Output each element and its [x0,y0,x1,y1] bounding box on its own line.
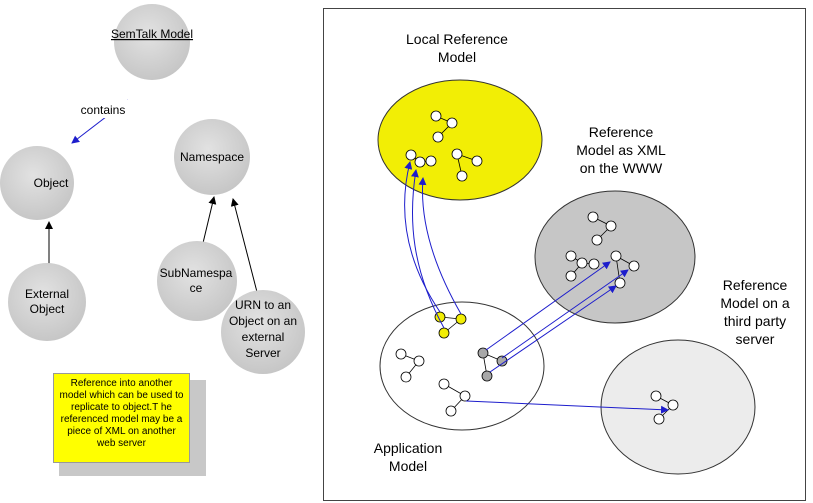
application-label-2: Model [389,458,427,474]
xml-model-label-2: Model as XML [576,142,666,158]
xml-model-label-3: on the WWW [580,160,663,176]
third-party-label-2: Model on a [720,295,789,311]
local-reference-model [377,79,543,201]
local-model-label-2: Model [438,49,476,65]
subnamespace-label-2: ce [190,281,203,295]
subnamespace-to-namespace-edge [202,196,217,244]
reference-arrows [404,161,669,414]
urn-label-1: URN to an [235,298,291,312]
external-object-label-2: Object [30,302,65,316]
xml-graph-2 [565,250,600,282]
arrow-app-to-xml-2 [501,269,629,359]
reference-note: Reference into another model which can b… [53,373,190,463]
app-graph-bottom [438,378,471,417]
local-graph-1 [430,110,458,143]
arrow-app-to-local-1 [404,161,441,313]
third-party-label-3: third party [724,313,786,329]
local-graph-3 [451,148,483,182]
app-graph-left [395,348,425,383]
external-object-node: External Object [8,263,86,341]
arrow-app-to-local-3 [418,177,462,315]
contains-label-bg [75,100,131,118]
xml-graph-3 [610,250,640,289]
contains-label: contains [81,103,126,117]
object-node: Object [0,146,74,220]
namespace-label: Namespace [180,150,244,164]
arrow-app-to-third-party [465,400,669,414]
local-graph-2 [405,149,437,168]
semtalk-model-node: SemTalk Model [111,4,193,80]
subnamespace-label-1: SubNamespa [160,266,233,280]
third-party-label-1: Reference [723,277,788,293]
urn-to-namespace-edge [230,198,258,293]
urn-label-2: Object on an [229,314,297,328]
xml-model-label-1: Reference [589,124,654,140]
arrow-app-to-xml-1 [485,261,611,351]
semtalk-model-label: SemTalk Model [111,27,193,41]
local-model-label-1: Local Reference [406,31,508,47]
namespace-node: Namespace [174,119,250,195]
arrow-app-to-local-2 [410,169,445,329]
urn-label-4: Server [245,346,280,360]
xml-graph-1 [587,211,617,246]
third-party-graph [650,390,679,425]
arrow-app-to-xml-3 [489,285,617,373]
subnamespace-node: SubNamespa ce [157,241,237,321]
app-graph-grey [477,347,508,382]
urn-node: URN to an Object on an external Server [221,290,305,374]
urn-label-3: external [242,330,285,344]
application-label-1: Application [374,440,443,456]
external-object-label-1: External [25,287,69,301]
application-model [379,301,545,431]
object-label: Object [34,176,69,190]
third-party-label-4: server [736,331,775,347]
reference-models-frame [323,8,806,501]
